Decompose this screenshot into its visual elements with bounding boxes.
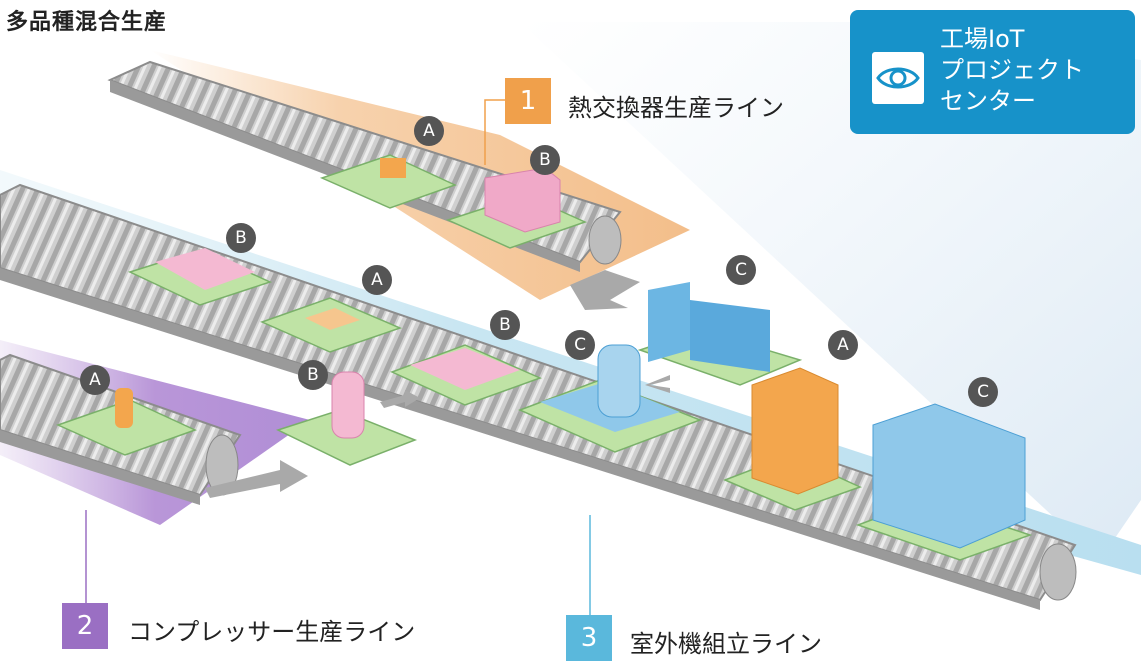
line-2-number: 2 <box>62 603 108 649</box>
line-2-label: コンプレッサー生産ライン <box>128 618 416 646</box>
marker-line3-a2: A <box>828 330 858 360</box>
marker-line3-c1: C <box>565 330 595 360</box>
marker-line1-b: B <box>530 145 560 175</box>
line-1-number: 1 <box>505 78 551 124</box>
iot-center-badge: 工場IoT プロジェクト センター <box>850 10 1135 134</box>
page-title: 多品種混合生産 <box>6 10 168 35</box>
marker-line3-c2: C <box>726 255 756 285</box>
marker-line3-b1: B <box>226 223 256 253</box>
marker-line2-a: A <box>80 365 110 395</box>
badge-line-2: プロジェクト <box>940 56 1084 84</box>
line-1-label: 熱交換器生産ライン <box>568 94 784 122</box>
badge-line-1: 工場IoT <box>940 25 1025 53</box>
marker-line1-a: A <box>414 116 444 146</box>
marker-line2-b: B <box>298 360 328 390</box>
marker-line3-c3: C <box>968 377 998 407</box>
line-3-number: 3 <box>566 615 612 661</box>
line-3-label: 室外機組立ライン <box>630 630 822 658</box>
badge-line-3: センター <box>940 87 1036 115</box>
marker-line3-b2: B <box>490 310 520 340</box>
eye-icon <box>872 52 924 104</box>
marker-line3-a1: A <box>362 265 392 295</box>
